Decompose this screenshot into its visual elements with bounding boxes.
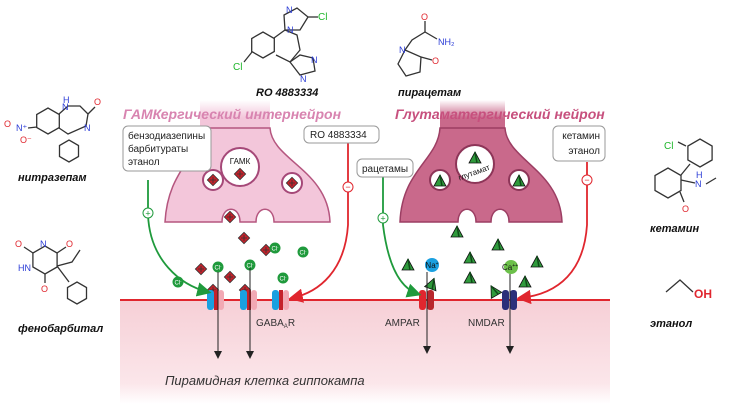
chloride-ion: Cl- bbox=[277, 272, 289, 284]
svg-text:Cl-: Cl- bbox=[271, 245, 279, 253]
svg-text:N: N bbox=[287, 25, 294, 35]
svg-text:−: − bbox=[345, 182, 350, 192]
svg-text:−: − bbox=[584, 175, 589, 185]
svg-text:кетамин: кетамин bbox=[562, 131, 600, 142]
ethanol-label: этанол bbox=[650, 318, 692, 330]
gaba-neuron-title: ГАМКергический интернейрон bbox=[123, 106, 342, 122]
chloride-ion: Cl- bbox=[297, 246, 309, 258]
svg-text:+: + bbox=[145, 209, 150, 219]
svg-text:O: O bbox=[66, 239, 73, 249]
nmdar-label: NMDAR bbox=[468, 318, 505, 329]
svg-text:N: N bbox=[300, 74, 307, 84]
plus-icon: + bbox=[142, 207, 154, 219]
svg-text:H: H bbox=[696, 170, 703, 180]
svg-text:Cl-: Cl- bbox=[279, 275, 287, 283]
svg-text:+: + bbox=[380, 214, 385, 224]
minus-icon: − bbox=[581, 174, 593, 186]
svg-text:O⁻: O⁻ bbox=[20, 135, 32, 145]
gaba-a-receptor bbox=[207, 290, 224, 310]
nmda-receptor bbox=[502, 290, 517, 310]
calcium-ion bbox=[504, 260, 518, 274]
nitrazepam-structure: H N O N N⁺ O O⁻ bbox=[4, 95, 101, 163]
sodium-label: Na+ bbox=[425, 261, 438, 270]
svg-text:Cl: Cl bbox=[318, 12, 327, 23]
chloride-ions: Cl- Cl- Cl- Cl- Cl- Cl- bbox=[172, 242, 309, 288]
svg-text:N: N bbox=[62, 102, 69, 112]
chloride-ion: Cl- bbox=[212, 261, 224, 273]
svg-text:O: O bbox=[421, 12, 428, 22]
svg-text:N: N bbox=[695, 179, 702, 189]
svg-text:N: N bbox=[84, 123, 91, 133]
gaba-a-receptor bbox=[272, 290, 289, 310]
svg-text:O: O bbox=[15, 239, 22, 249]
svg-text:барбитураты: барбитураты bbox=[128, 143, 188, 155]
svg-text:N: N bbox=[399, 45, 406, 55]
gaba-vesicle bbox=[220, 147, 260, 187]
nitrazepam-label: нитразепам bbox=[18, 172, 87, 184]
gaba-molecules bbox=[194, 210, 273, 297]
svg-text:Cl: Cl bbox=[233, 62, 242, 73]
phenobarbital-label: фенобарбитал bbox=[18, 323, 103, 335]
svg-text:O: O bbox=[41, 284, 48, 294]
gaba-a-receptor bbox=[240, 290, 257, 310]
gaba-enhancers-box: бензодиазепины барбитураты этанол bbox=[122, 125, 212, 172]
svg-text:N: N bbox=[311, 55, 318, 65]
gaba-a-receptors bbox=[207, 290, 289, 310]
racetams-box: рацетамы bbox=[356, 158, 414, 178]
svg-text:Cl-: Cl- bbox=[214, 264, 222, 272]
chloride-ion: Cl- bbox=[269, 242, 281, 254]
svg-text:Cl: Cl bbox=[664, 141, 673, 152]
ampar-label: AMPAR bbox=[385, 318, 420, 329]
svg-text:HN: HN bbox=[18, 263, 31, 273]
gaba-inhibitor-box: RO 4883334 bbox=[303, 125, 380, 144]
nmda-inhibition-arrow bbox=[516, 162, 588, 305]
glutamate-molecules bbox=[401, 225, 544, 300]
ethanol-structure: OH bbox=[665, 279, 712, 301]
svg-text:Cl-: Cl- bbox=[246, 262, 254, 270]
plus-icon: + bbox=[377, 212, 389, 224]
svg-text:O: O bbox=[682, 204, 689, 214]
svg-text:бензодиазепины: бензодиазепины bbox=[128, 130, 205, 142]
ro4883334-label: RO 4883334 bbox=[256, 87, 318, 99]
svg-text:этанол: этанол bbox=[128, 157, 160, 168]
minus-icon: − bbox=[342, 181, 354, 193]
svg-text:NH₂: NH₂ bbox=[438, 37, 455, 47]
ampa-activation-arrow bbox=[382, 176, 422, 298]
ketamine-label: кетамин bbox=[650, 223, 699, 235]
svg-text:рацетамы: рацетамы bbox=[362, 164, 408, 175]
ion-flow-arrows bbox=[214, 268, 514, 359]
svg-text:O: O bbox=[432, 56, 439, 66]
svg-text:RO 4883334: RO 4883334 bbox=[310, 130, 367, 141]
glutamate-vesicle bbox=[455, 144, 495, 184]
gaba-vesicle-label: ГАМК bbox=[230, 157, 251, 166]
svg-text:N: N bbox=[286, 5, 293, 15]
svg-text:O: O bbox=[4, 119, 11, 129]
svg-text:N: N bbox=[40, 239, 47, 249]
piracetam-structure: N O NH₂ O bbox=[397, 12, 455, 77]
svg-text:H: H bbox=[63, 95, 70, 105]
chloride-ion: Cl- bbox=[244, 259, 256, 271]
phenobarbital-structure: N HN O O O bbox=[15, 239, 88, 305]
piracetam-label: пирацетам bbox=[398, 87, 461, 99]
ketamine-structure: Cl N H O bbox=[654, 138, 717, 214]
svg-text:O: O bbox=[94, 97, 101, 107]
nmda-inhibitors-box: кетамин этанол bbox=[552, 125, 606, 162]
ro4883334-structure: N N N N Cl Cl bbox=[233, 5, 327, 84]
target-cell-label: Пирамидная клетка гиппокампа bbox=[165, 373, 365, 388]
svg-text:N⁺: N⁺ bbox=[16, 123, 27, 133]
calcium-label: Ca++ bbox=[502, 263, 518, 272]
sodium-ion bbox=[425, 258, 439, 272]
pyramidal-cell bbox=[120, 300, 610, 404]
glutamatergic-neuron: глутамат bbox=[399, 100, 563, 223]
gaba-activation-arrow bbox=[147, 180, 212, 297]
gaba-inhibition-arrow bbox=[288, 143, 349, 303]
svg-text:этанол: этанол bbox=[568, 146, 600, 157]
gaba-a-receptor-label: GABAAR bbox=[256, 318, 295, 330]
glu-neuron-title: Глутаматергический нейрон bbox=[395, 106, 605, 122]
svg-text:Cl-: Cl- bbox=[299, 249, 307, 257]
svg-text:Cl-: Cl- bbox=[174, 279, 182, 287]
svg-text:OH: OH bbox=[694, 287, 712, 301]
